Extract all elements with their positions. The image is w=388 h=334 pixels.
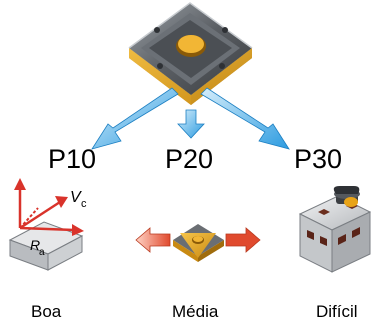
cutting-speed-label: V <box>70 189 82 206</box>
arrow-to-p30 <box>200 87 290 150</box>
cutting-speed-subscript: c <box>81 198 87 210</box>
condition-label-difficult: Difícil <box>316 302 358 321</box>
condition-label-medium: Média <box>172 302 219 321</box>
grade-label-p30: P30 <box>294 144 342 174</box>
grade-label-p10: P10 <box>48 144 96 174</box>
machining-vector-icon: V c R a <box>8 178 87 271</box>
insert-arrows-icon <box>135 224 261 262</box>
arrow-to-p20 <box>177 109 205 139</box>
workpiece-clamp-icon <box>298 186 372 273</box>
condition-label-good: Boa <box>31 302 62 321</box>
cutting-insert-icon <box>128 2 253 105</box>
arrow-to-p10 <box>91 87 179 150</box>
roughness-subscript: a <box>39 247 45 258</box>
roughness-label: R <box>30 237 40 253</box>
grade-label-p20: P20 <box>165 144 213 174</box>
